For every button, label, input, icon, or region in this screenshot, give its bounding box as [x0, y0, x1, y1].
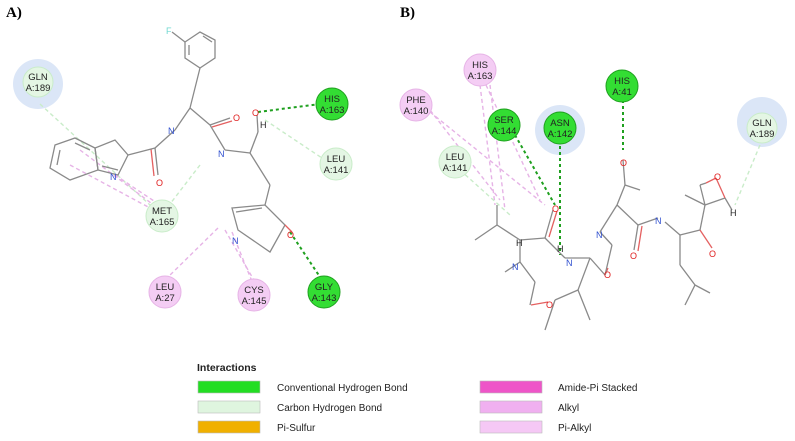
ligand-a	[49, 31, 293, 253]
svg-text:A:145: A:145	[242, 296, 267, 307]
oxygen-atom: O	[714, 172, 721, 182]
svg-text:LEU: LEU	[156, 282, 175, 293]
legend-item-carbon-hbond: Carbon Hydrogen Bond	[197, 400, 382, 414]
svg-text:A:165: A:165	[150, 217, 175, 228]
residue-leu27: LEU A:27	[148, 275, 182, 309]
legend-item-pi-sulfur: Pi-Sulfur	[197, 420, 316, 434]
svg-text:A:163: A:163	[320, 105, 345, 116]
legend-item-alkyl: Alkyl	[479, 400, 579, 414]
oxygen-atom: O	[709, 249, 716, 259]
svg-text:Carbon Hydrogen Bond: Carbon Hydrogen Bond	[277, 403, 382, 414]
svg-text:HIS: HIS	[472, 60, 488, 71]
svg-text:A:41: A:41	[612, 87, 632, 98]
residue-gln189-b: GLN A:189	[746, 112, 778, 144]
svg-text:LEU: LEU	[327, 154, 346, 165]
svg-text:Alkyl: Alkyl	[558, 403, 579, 414]
nitrogen-atom: N	[655, 216, 662, 226]
svg-text:A:143: A:143	[312, 293, 337, 304]
svg-text:A:27: A:27	[155, 293, 175, 304]
legend-item-amide-pi-stacked: Amide-Pi Stacked	[479, 380, 637, 394]
svg-text:PHE: PHE	[406, 95, 426, 106]
oxygen-atom: O	[546, 300, 553, 310]
svg-text:Amide-Pi Stacked: Amide-Pi Stacked	[558, 383, 637, 394]
oxygen-atom: O	[552, 204, 559, 214]
oxygen-atom: O	[233, 113, 240, 123]
svg-text:GLN: GLN	[28, 72, 48, 83]
residue-his163-b: HIS A:163	[463, 53, 497, 87]
residue-gln189: GLN A:189	[22, 66, 54, 98]
svg-text:Pi-Alkyl: Pi-Alkyl	[558, 423, 591, 434]
interaction-lines-a	[39, 103, 323, 285]
residue-phe140: PHE A:140	[399, 88, 433, 122]
oxygen-atom: O	[156, 178, 163, 188]
residue-leu141-b: LEU A:141	[438, 145, 472, 179]
residue-cys145: CYS A:145	[237, 278, 271, 312]
hydrogen-atom: H	[516, 238, 523, 248]
svg-text:CYS: CYS	[244, 285, 264, 296]
residue-asn142: ASN A:142	[543, 111, 577, 145]
residue-his163: HIS A:163	[315, 87, 349, 121]
nitrogen-atom: N	[232, 236, 239, 246]
panel-a-label: A)	[6, 5, 22, 21]
panel-b-label: B)	[400, 5, 415, 21]
svg-text:ASN: ASN	[550, 118, 570, 129]
residue-leu141: LEU A:141	[319, 147, 353, 181]
oxygen-atom: O	[604, 270, 611, 280]
residue-met165: MET A:165	[145, 199, 179, 233]
nitrogen-atom: N	[110, 172, 117, 182]
legend: Interactions Conventional Hydrogen Bond …	[197, 362, 637, 434]
svg-text:HIS: HIS	[614, 76, 630, 87]
fluorine-atom: F	[166, 26, 172, 36]
legend-item-conventional-hbond: Conventional Hydrogen Bond	[197, 380, 408, 394]
svg-text:GLY: GLY	[315, 282, 334, 293]
svg-text:A:144: A:144	[492, 126, 517, 137]
oxygen-atom: O	[287, 230, 294, 240]
svg-text:A:141: A:141	[443, 163, 468, 174]
svg-text:A:189: A:189	[26, 83, 51, 94]
residue-ser144: SER A:144	[487, 108, 521, 142]
oxygen-atom: O	[620, 158, 627, 168]
residue-gly143: GLY A:143	[307, 275, 341, 309]
svg-text:HIS: HIS	[324, 94, 340, 105]
panel-b: H N O N H O N O O N O O O H HIS A:163 HI…	[399, 53, 787, 331]
svg-text:A:142: A:142	[548, 129, 573, 140]
nitrogen-atom: N	[566, 258, 573, 268]
svg-text:GLN: GLN	[752, 118, 772, 129]
svg-text:A:141: A:141	[324, 165, 349, 176]
legend-title: Interactions	[197, 362, 257, 374]
oxygen-atom: O	[252, 108, 259, 118]
nitrogen-atom: N	[512, 262, 519, 272]
residue-his41: HIS A:41	[605, 69, 639, 103]
nitrogen-atom: N	[168, 126, 175, 136]
svg-text:A:140: A:140	[404, 106, 429, 117]
svg-text:Pi-Sulfur: Pi-Sulfur	[277, 423, 316, 434]
panel-a: F N O N O H O N N O GLN A:189 HIS A:163 …	[13, 26, 353, 312]
nitrogen-atom: N	[596, 230, 603, 240]
hydrogen-atom: H	[730, 208, 737, 218]
hydrogen-atom: H	[557, 244, 564, 254]
svg-text:A:163: A:163	[468, 71, 493, 82]
hydrogen-atom: H	[260, 120, 267, 130]
svg-text:LEU: LEU	[446, 152, 465, 163]
svg-text:A:189: A:189	[750, 129, 775, 140]
ligand-b	[474, 159, 733, 331]
oxygen-atom: O	[630, 251, 637, 261]
svg-text:Conventional Hydrogen Bond: Conventional Hydrogen Bond	[277, 383, 408, 394]
svg-text:SER: SER	[494, 115, 514, 126]
legend-item-pi-alkyl: Pi-Alkyl	[479, 420, 591, 434]
nitrogen-atom: N	[218, 149, 225, 159]
interaction-lines-b	[429, 84, 761, 255]
svg-text:MET: MET	[152, 206, 172, 217]
